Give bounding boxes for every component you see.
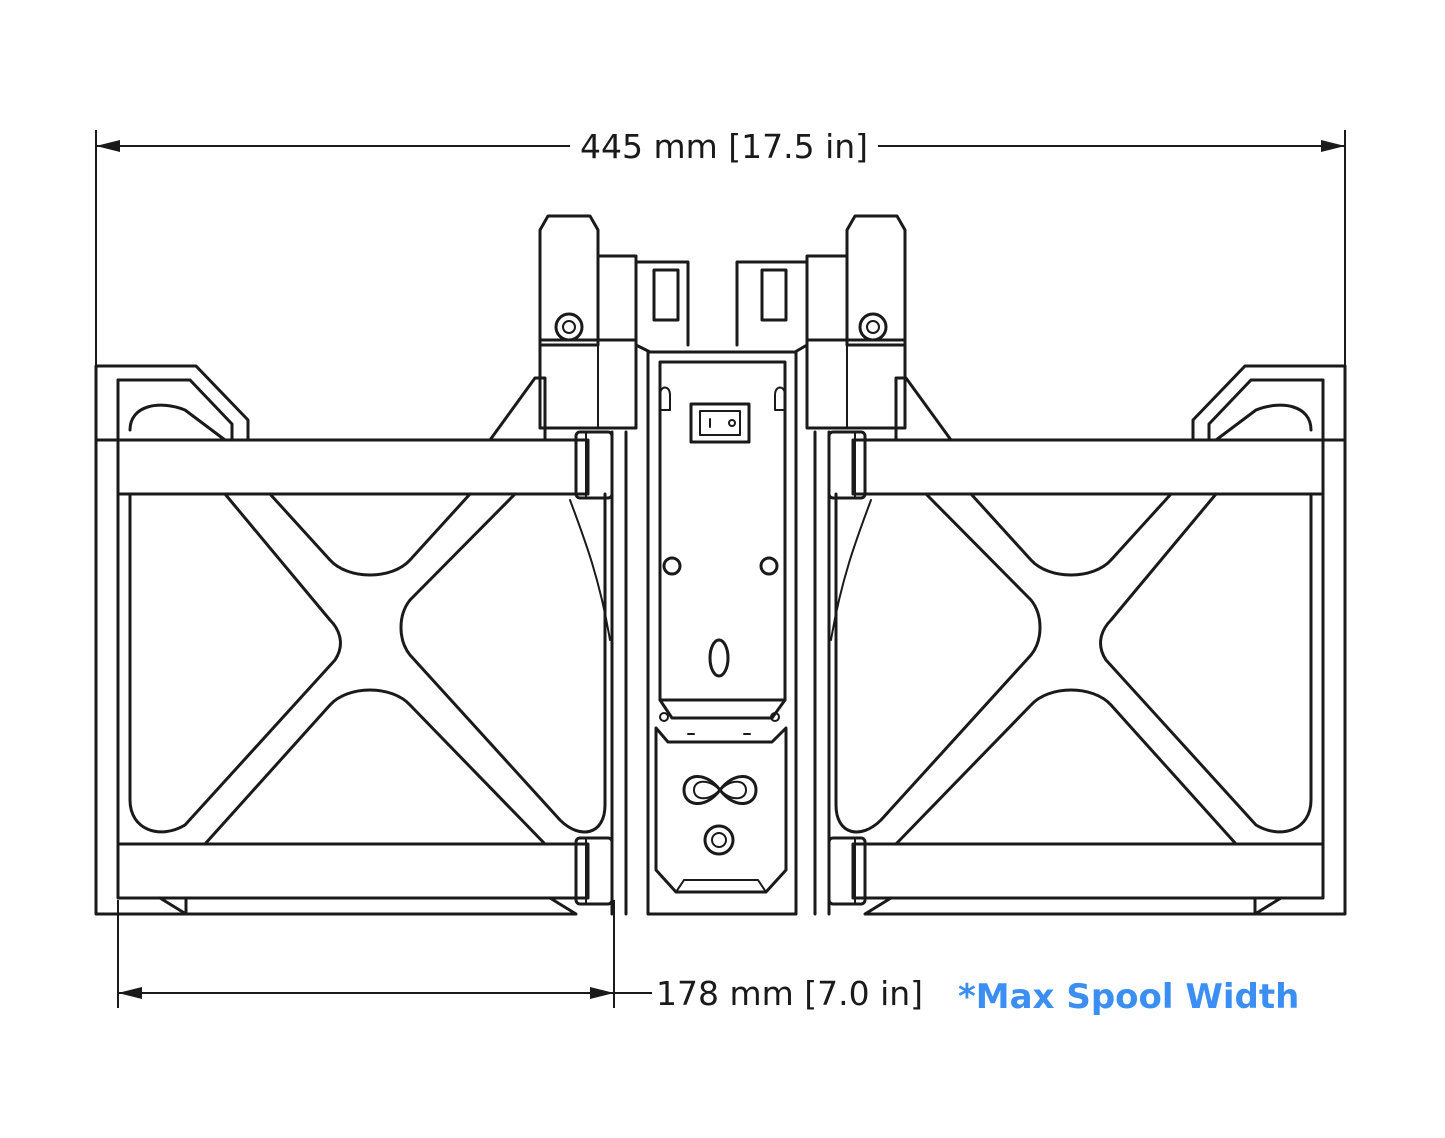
- left-upper-bearing: [574, 430, 614, 500]
- motor-block: [654, 726, 788, 894]
- right-screw-icon: [858, 312, 888, 342]
- left-clamp-base: [538, 338, 638, 430]
- spool-width-dimension: 178 mm [7.0 in]: [117, 900, 923, 1013]
- right-lower-crossbar: [851, 842, 1325, 900]
- right-frame: [813, 364, 1347, 916]
- mounting-hole-right-icon: [759, 556, 779, 576]
- spool-arrowhead-left: [118, 987, 142, 999]
- spool-arrowhead-right: [590, 987, 614, 999]
- overall-width-label: 445 mm [17.5 in]: [580, 127, 868, 166]
- overall-width-dimension: 445 mm [17.5 in]: [95, 127, 1346, 380]
- left-screw-icon: [554, 312, 584, 342]
- right-roller: [760, 268, 788, 322]
- right-lower-bearing: [827, 836, 867, 906]
- left-roller: [652, 268, 680, 322]
- center-housing: [646, 350, 798, 916]
- knob-icon: [703, 824, 735, 856]
- right-clamp-tower: [845, 214, 907, 347]
- left-upper-crossbar: [116, 438, 590, 496]
- left-lower-crossbar: [116, 842, 590, 900]
- spool-width-label: 178 mm [7.0 in]: [656, 974, 923, 1013]
- slot-hole-icon: [708, 638, 730, 678]
- power-switch[interactable]: [689, 402, 751, 444]
- left-lower-bearing: [574, 836, 614, 906]
- mounting-hole-left-icon: [662, 556, 682, 576]
- center-housing-body: [646, 350, 798, 916]
- right-clamp-base: [805, 338, 907, 430]
- right-upper-bearing: [827, 430, 867, 500]
- right-upper-crossbar: [851, 438, 1325, 496]
- left-clamp-tower: [538, 214, 600, 347]
- infinity-logo-icon: [682, 775, 758, 805]
- max-spool-width-note: *Max Spool Width: [958, 977, 1299, 1017]
- arrowhead-left: [96, 140, 120, 152]
- arrowhead-right: [1321, 140, 1345, 152]
- left-frame: [94, 364, 628, 916]
- top-clamp-assembly: [538, 214, 907, 430]
